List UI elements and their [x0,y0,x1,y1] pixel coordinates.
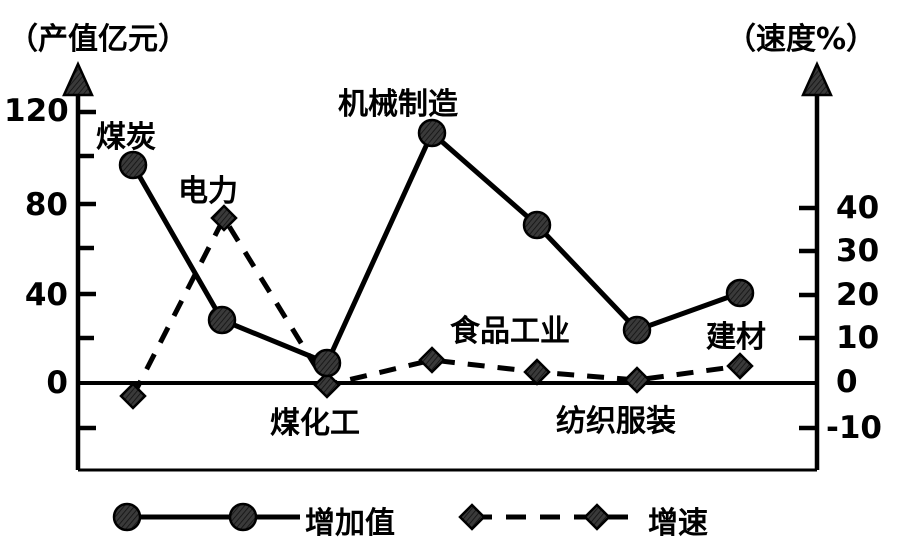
point-label-textile: 纺织服装 [556,404,676,439]
right-tick-30: 30 [836,233,880,269]
right-tick-minus10: -10 [826,410,883,446]
series-growth-rate-markers [119,204,754,410]
left-axis [62,60,96,470]
left-tick-40: 40 [24,277,68,313]
right-axis [799,60,833,470]
left-tick-0: 0 [46,365,68,401]
legend-label-added-value: 增加值 [305,506,395,541]
point-label-building: 建材 [706,320,766,355]
series-added-value-markers [118,118,755,378]
point-label-food: 食品工业 [450,314,570,349]
left-tick-120: 120 [4,93,69,129]
point-label-coal-chemical: 煤化工 [270,406,360,441]
point-label-coal: 煤炭 [96,120,156,155]
point-label-machinery: 机械制造 [338,87,458,122]
left-tick-80: 80 [24,187,68,223]
left-axis-unit-label: （产值亿元） [8,22,188,57]
point-label-power: 电力 [178,174,238,209]
legend-glyph-growth-rate [458,503,640,531]
right-tick-20: 20 [836,277,880,313]
right-axis-unit-label: （速度%） [726,22,877,57]
right-tick-10: 10 [836,320,880,356]
legend-glyph-added-value [112,502,300,532]
legend-label-growth-rate: 增速 [648,506,708,541]
right-tick-0: 0 [836,364,858,400]
right-tick-40: 40 [836,190,880,226]
